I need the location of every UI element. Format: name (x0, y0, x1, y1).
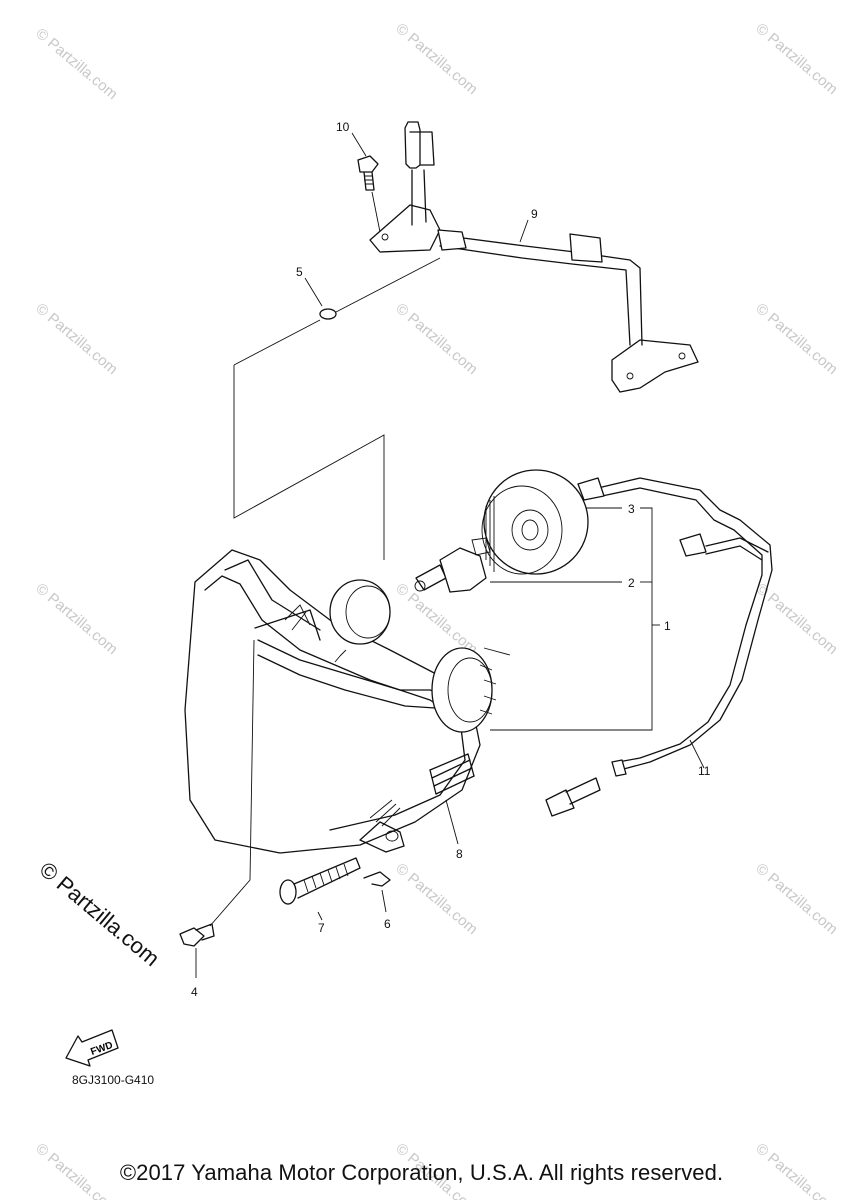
watermark: © Partzilla.com (32, 25, 120, 103)
watermark-group: © Partzilla.com © Partzilla.com © Partzi… (32, 20, 840, 1200)
bulb-cover (481, 469, 589, 575)
watermark: © Partzilla.com (392, 20, 480, 98)
callout-9: 9 (531, 207, 538, 221)
callout-2: 2 (628, 576, 635, 590)
headlight-housing (184, 549, 497, 854)
callout-1: 1 (664, 619, 671, 633)
callout-3: 3 (628, 502, 635, 516)
retaining-clip (363, 871, 391, 887)
copyright-notice: ©2017 Yamaha Motor Corporation, U.S.A. A… (119, 1160, 724, 1185)
headlight-bulb (414, 537, 491, 593)
watermark: © Partzilla.com (392, 860, 480, 938)
watermark: © Partzilla.com (752, 860, 840, 938)
diagram-code: 8GJ3100-G410 (72, 1073, 155, 1087)
watermark-large: © Partzilla.com (35, 857, 165, 971)
callout-11: 11 (698, 764, 711, 778)
trim-clip (179, 923, 215, 947)
callout-7: 7 (318, 921, 325, 935)
fwd-arrow-icon: FWD (65, 1029, 119, 1067)
adjusting-spring (429, 753, 475, 795)
watermark: © Partzilla.com (752, 20, 840, 98)
adjusting-screw (279, 857, 361, 905)
wire-harness (545, 477, 773, 817)
callout-10: 10 (336, 120, 350, 134)
callout-6: 6 (384, 917, 391, 931)
bolt (357, 155, 379, 191)
callout-5: 5 (296, 265, 303, 279)
headlight-stay-bracket (369, 121, 699, 393)
callout-8: 8 (456, 847, 463, 861)
grommet (319, 308, 337, 320)
watermark: © Partzilla.com (392, 580, 480, 658)
watermark: © Partzilla.com (752, 300, 840, 378)
watermark: © Partzilla.com (32, 580, 120, 658)
callout-4: 4 (191, 985, 198, 999)
watermark: © Partzilla.com (32, 300, 120, 378)
watermark: © Partzilla.com (392, 300, 480, 378)
